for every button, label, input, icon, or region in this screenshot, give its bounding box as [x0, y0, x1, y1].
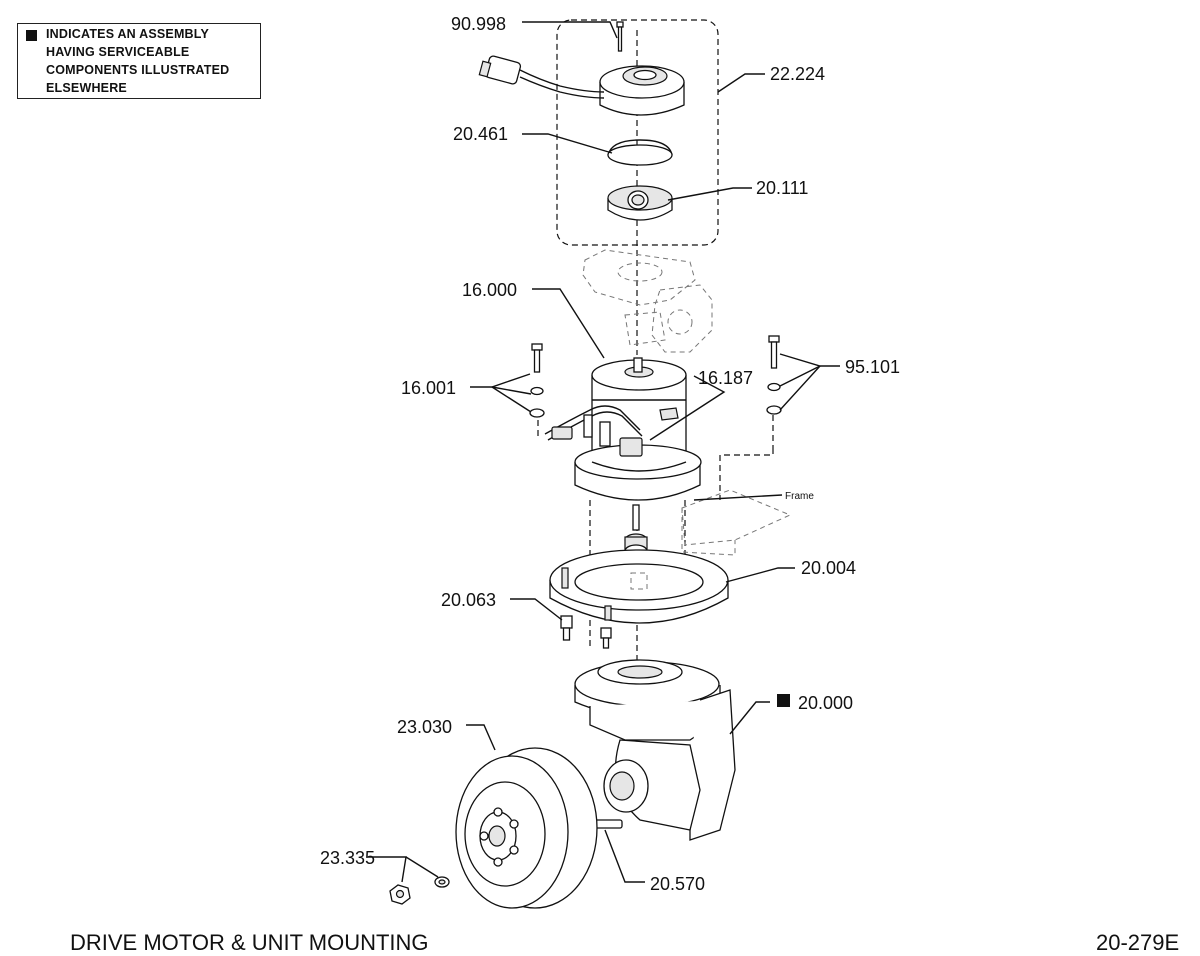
callout-20000: 20.000 — [798, 693, 853, 713]
legend-line: HAVING SERVICEABLE — [46, 45, 190, 59]
legend-box: INDICATES AN ASSEMBLY HAVING SERVICEABLE… — [17, 23, 261, 99]
callout-16187: 16.187 — [698, 368, 753, 388]
frame-ghost — [681, 489, 792, 556]
callout-16001: 16.001 — [401, 378, 456, 398]
nut-washer-23335 — [389, 876, 450, 905]
legend-line: ELSEWHERE — [46, 81, 127, 95]
callout-20111: 20.111 — [756, 178, 808, 198]
callout-20004: 20.004 — [801, 558, 856, 578]
callout-90998: 90.998 — [451, 14, 506, 34]
legend-line: INDICATES AN ASSEMBLY — [46, 27, 210, 41]
drive-unit-20000 — [574, 659, 736, 841]
alignment-line — [719, 448, 774, 500]
leader-lines — [368, 21, 840, 883]
ring-adapter-20004 — [549, 549, 729, 624]
snap-ring-20461 — [607, 139, 673, 166]
drawing-number: 20-279E — [1096, 930, 1180, 955]
ghost-pump-assembly — [582, 249, 713, 353]
callout-20063: 20.063 — [441, 590, 496, 610]
drawing-title: DRIVE MOTOR & UNIT MOUNTING — [70, 930, 429, 955]
motor-16000 — [544, 357, 702, 501]
wheel-23030 — [455, 747, 598, 909]
callout-20461: 20.461 — [453, 124, 508, 144]
hub-20111 — [607, 185, 673, 221]
callout-22224: 22.224 — [770, 64, 825, 84]
pinion-gear — [624, 504, 648, 558]
callout-95101: 95.101 — [845, 357, 900, 377]
callout-frame: Frame — [785, 491, 814, 502]
legend-line: COMPONENTS ILLUSTRATED — [46, 63, 230, 77]
callout-20570: 20.570 — [650, 874, 705, 894]
callout-16000: 16.000 — [462, 280, 517, 300]
assembly-marker-icon — [777, 694, 790, 707]
callout-23335: 23.335 — [320, 848, 375, 868]
screw-set-20063 — [560, 615, 612, 649]
assembly-marker-icon — [26, 30, 37, 41]
callout-23030: 23.030 — [397, 717, 452, 737]
bolt-washer-set-95101 — [766, 335, 782, 415]
bolt-washer-set-16001 — [529, 343, 545, 418]
brake-22224 — [478, 55, 685, 116]
screw-90998 — [616, 21, 624, 52]
